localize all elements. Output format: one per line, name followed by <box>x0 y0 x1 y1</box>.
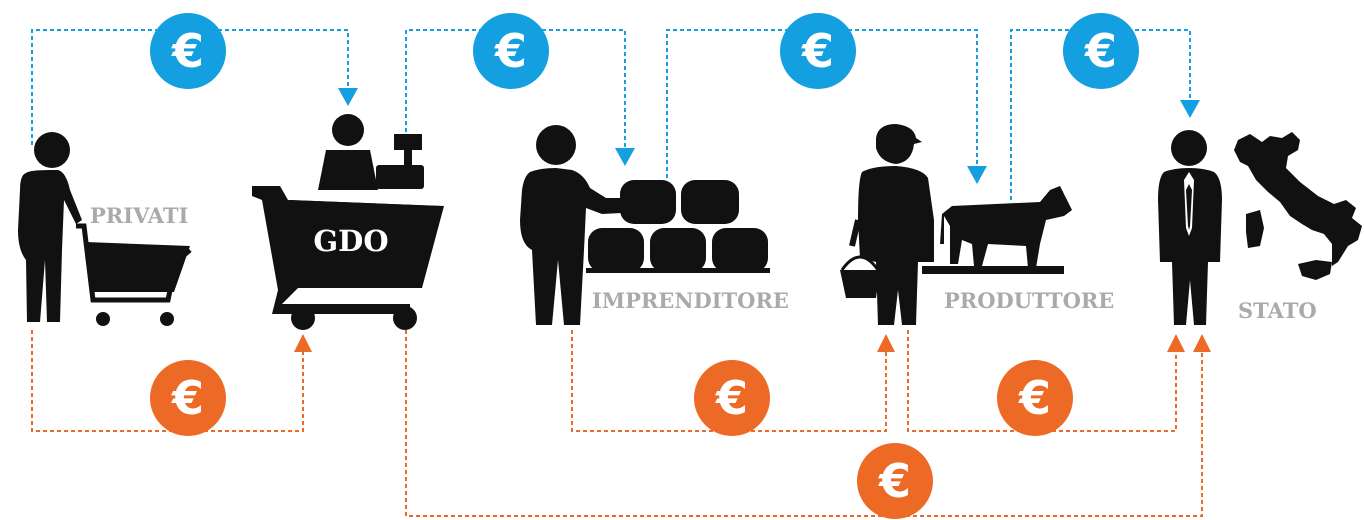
orange-arrowhead <box>1167 334 1185 352</box>
euro-coin-blue: € <box>780 13 856 89</box>
euro-coin-orange: € <box>997 360 1073 436</box>
orange-flow-privati-gdo <box>31 330 312 432</box>
label-produttore: PRODUTTORE <box>944 288 1114 313</box>
euro-coin-blue: € <box>1063 13 1139 89</box>
shopper-with-cart-icon <box>18 132 192 326</box>
blue-arrowhead <box>338 88 358 106</box>
euro-coin-orange: € <box>150 360 226 436</box>
orange-flow-imprenditore-produttore <box>571 330 895 432</box>
man-with-cheese-wheels-icon <box>520 125 770 325</box>
orange-flow-line <box>571 330 887 432</box>
label-privati: PRIVATI <box>90 203 188 228</box>
blue-arrowhead <box>615 148 635 166</box>
orange-arrowhead <box>877 334 895 352</box>
euro-symbol: € <box>715 371 748 425</box>
orange-arrowhead <box>1193 334 1211 352</box>
label-imprenditore: IMPRENDITORE <box>592 288 789 313</box>
cashier-with-cart-icon <box>252 114 444 330</box>
euro-symbol: € <box>1084 24 1117 78</box>
farmer-with-cow-icon <box>840 124 1072 325</box>
orange-flow-line <box>405 330 1203 517</box>
euro-coin-blue: € <box>150 13 226 89</box>
official-with-italy-map-icon <box>1158 130 1362 325</box>
euro-coin-orange: € <box>694 360 770 436</box>
orange-arrowhead <box>294 334 312 352</box>
euro-coin-blue: € <box>473 13 549 89</box>
euro-symbol: € <box>1018 371 1051 425</box>
euro-symbol: € <box>494 24 527 78</box>
euro-coin-orange: € <box>857 443 933 519</box>
euro-symbol: € <box>171 371 204 425</box>
orange-flow-line <box>31 330 304 432</box>
blue-arrowhead <box>967 166 987 184</box>
euro-symbol: € <box>801 24 834 78</box>
label-stato: STATO <box>1238 298 1317 323</box>
euro-symbol: € <box>878 454 911 508</box>
euro-symbol: € <box>171 24 204 78</box>
label-gdo: GDO <box>313 224 388 258</box>
orange-flow-gdo-stato <box>405 330 1211 517</box>
blue-arrowhead <box>1180 100 1200 118</box>
